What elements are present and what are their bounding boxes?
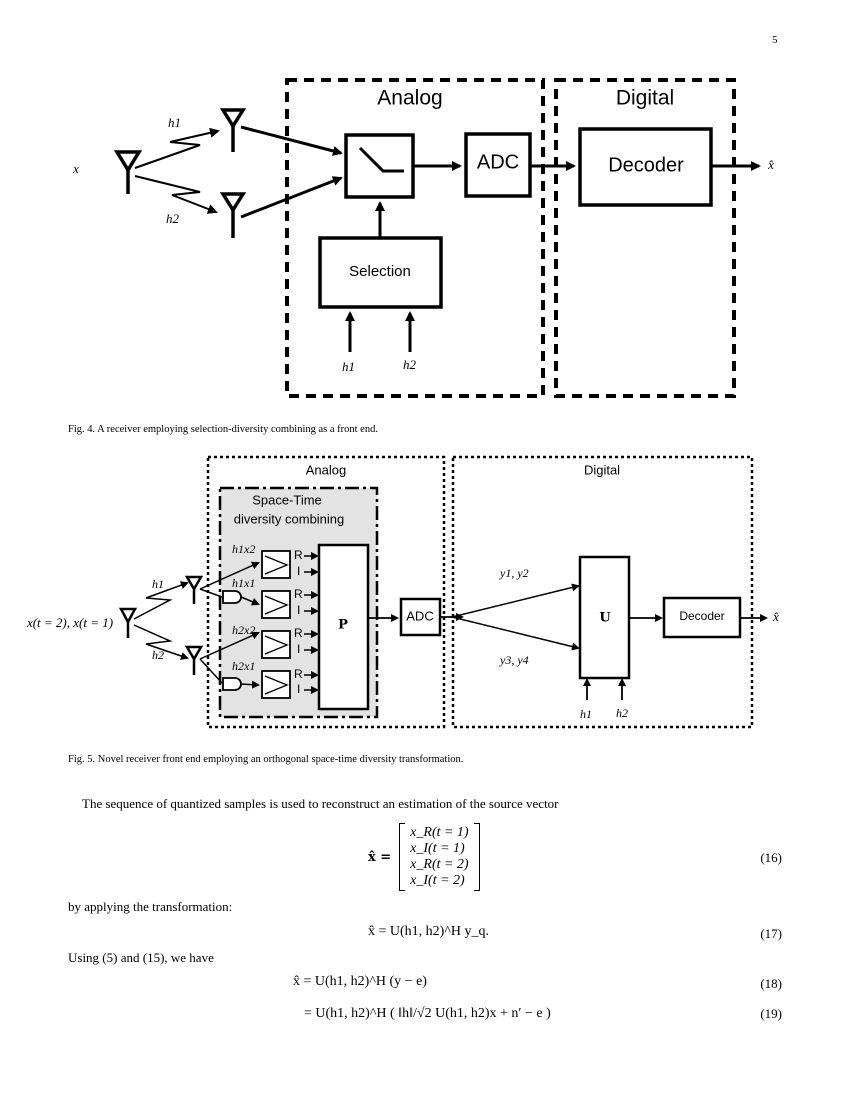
eq16-number: (16) <box>760 850 782 865</box>
paragraph-3: Using (5) and (15), we have <box>68 950 214 965</box>
fig5-analog-label: Analog <box>306 462 346 477</box>
fig4-digital-region <box>554 78 736 398</box>
fig5-branch-label: h1x1 <box>232 576 255 590</box>
fig5-u-label: U <box>599 611 611 626</box>
fig5-branch-label: h1x2 <box>232 542 255 556</box>
fig5-branch-label: h2x2 <box>232 623 255 637</box>
fig5-p-block <box>317 543 370 711</box>
fig5-caption: Fig. 5. Novel receiver front end employi… <box>68 754 464 765</box>
fig5-delay-1-icon <box>222 590 242 604</box>
equation-17: x̂ = U(h1, h2)^H y_q. <box>368 924 490 939</box>
fig5-ri-outputs: R I R I R I R I <box>294 548 319 696</box>
fig5-h1-label: h1 <box>152 577 164 591</box>
fig5-u-h2-label: h2 <box>616 706 628 720</box>
fig5-stc-label-2: diversity combining <box>234 511 345 526</box>
equation-19: = U(h1, h2)^H ( ‖h‖/√2 U(h1, h2)x + n′ −… <box>304 1006 551 1021</box>
paragraph-2: by applying the transformation: <box>68 899 233 914</box>
svg-text:I: I <box>297 642 300 656</box>
fig5-branch-4: h2x1 <box>232 659 291 699</box>
fig5-tx-antenna-icon <box>118 607 138 638</box>
fig4-output-label: x̂ <box>767 157 774 172</box>
equation-16: x̂ = x_R(t = 1) x_I(t = 1) x_R(t = 2) x_… <box>368 822 480 892</box>
fig4-caption: Fig. 4. A receiver employing selection-d… <box>68 424 378 435</box>
fig5-stc-label-1: Space-Time <box>252 492 322 507</box>
fig5-adc-label: ADC <box>406 608 433 623</box>
fig4-digital-label: Digital <box>616 87 674 110</box>
fig4-channel-h2 <box>134 175 218 214</box>
fig5-branch-1: h1x2 <box>232 542 291 579</box>
fig5-branch-label: h2x1 <box>232 659 255 673</box>
svg-text:R: R <box>294 667 303 681</box>
fig4-analog-label: Analog <box>377 87 442 110</box>
fig5-h2-label: h2 <box>152 648 164 662</box>
paragraph-1: The sequence of quantized samples is use… <box>82 796 559 811</box>
fig5-branch-2: h1x1 <box>232 576 291 619</box>
eq16-row: x_R(t = 1) <box>410 825 469 840</box>
fig5-p-label: P <box>338 618 348 633</box>
fig5-input-label: x(t = 2), x(t = 1) <box>26 615 113 630</box>
fig5-output-label: x̂ <box>772 609 779 624</box>
svg-text:R: R <box>294 626 303 640</box>
fig4-decoder-label: Decoder <box>608 154 684 176</box>
eq16-lhs: x̂ = <box>368 849 392 865</box>
eq18-number: (18) <box>760 976 782 991</box>
svg-text:I: I <box>297 603 300 617</box>
svg-text:I: I <box>297 564 300 578</box>
fig4-h2-label: h2 <box>166 211 180 226</box>
fig5-y34-label: y3, y4 <box>499 653 529 667</box>
fig5-u-h1-label: h1 <box>580 707 592 721</box>
eq19-number: (19) <box>760 1006 782 1021</box>
fig4-tx-antenna-icon <box>113 150 143 194</box>
svg-text:R: R <box>294 548 303 562</box>
svg-text:R: R <box>294 587 303 601</box>
eq16-row: x_R(t = 2) <box>410 857 469 872</box>
fig4-analog-region <box>285 78 545 398</box>
figure-4: Analog Digital x h1 h2 ADC Decoder x̂ Se… <box>72 78 774 398</box>
fig4-selection-label: Selection <box>349 263 411 280</box>
fig4-adc-label: ADC <box>477 151 519 173</box>
fig4-sel-h1-label: h1 <box>342 359 355 374</box>
fig4-channel-h1 <box>134 127 220 169</box>
fig4-sel-h2-label: h2 <box>403 357 417 372</box>
svg-text:I: I <box>297 682 300 696</box>
fig4-input-label: x <box>72 161 79 176</box>
fig5-digital-label: Digital <box>584 462 620 477</box>
eq16-matrix: x_R(t = 1) x_I(t = 1) x_R(t = 2) x_I(t =… <box>399 823 480 891</box>
equation-18: x̂ = U(h1, h2)^H (y − e) <box>293 974 427 989</box>
fig4-rx-antenna-1-icon <box>219 108 247 152</box>
fig5-u-block <box>578 555 631 680</box>
fig5-digital-region <box>451 455 754 729</box>
fig5-branch-3: h2x2 <box>232 623 291 659</box>
page-number: 5 <box>772 34 778 46</box>
fig5-channel-h1 <box>133 581 189 620</box>
fig5-decoder-label: Decoder <box>679 609 724 623</box>
figure-5: Analog Digital Space-Time diversity comb… <box>26 455 779 729</box>
eq16-row: x_I(t = 2) <box>410 873 465 888</box>
fig4-switch-icon <box>358 146 404 173</box>
eq17-number: (17) <box>760 926 782 941</box>
fig4-rx-antenna-2-icon <box>219 192 247 238</box>
fig5-y12-label: y1, y2 <box>499 566 529 580</box>
fig5-channel-h2 <box>133 624 189 660</box>
eq16-row: x_I(t = 1) <box>410 841 465 856</box>
fig5-rx-antenna-1-icon <box>184 575 204 604</box>
fig5-rx-antenna-2-icon <box>184 645 204 675</box>
fig5-delay-2-icon <box>222 677 242 691</box>
fig4-h1-label: h1 <box>168 115 181 130</box>
